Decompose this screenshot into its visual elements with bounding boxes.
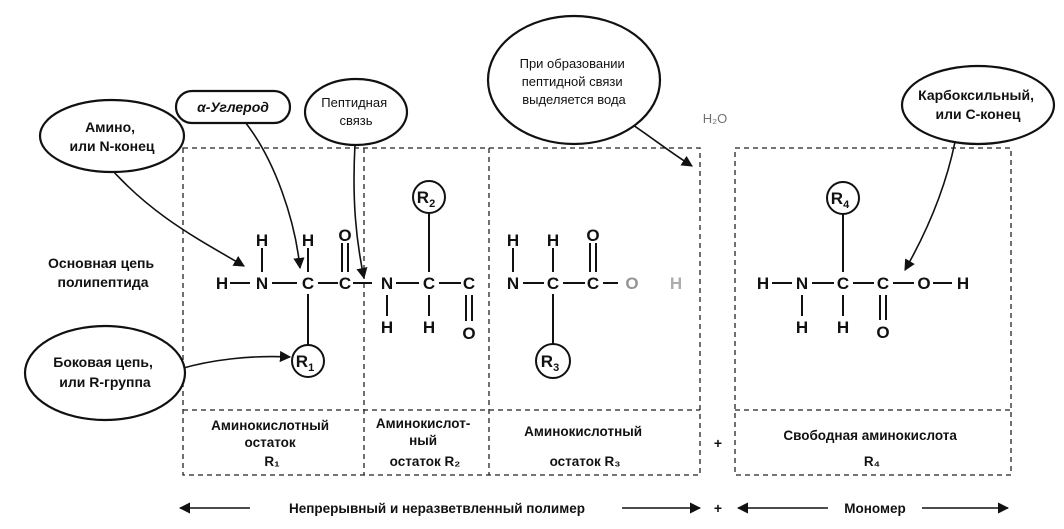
atom-o: O (876, 323, 889, 342)
atom-o: O (586, 226, 599, 245)
r1-label: R1 (296, 352, 314, 374)
svg-text:Пептидная связь: Пептидная связь (321, 95, 391, 128)
atom-h: H (547, 231, 559, 250)
atom-c-carbonyl: C (463, 274, 475, 293)
r3-circle (535, 343, 571, 379)
svg-text:Карбоксильный, или С-кон: Карбоксильный, или С-конец (918, 87, 1038, 122)
atom-h: H (423, 318, 435, 337)
atom-n: N (796, 274, 808, 293)
atom-c-carbonyl: C (587, 274, 599, 293)
atom-o: O (917, 274, 930, 293)
callout-amino: Амино, или N-конец (38, 98, 245, 267)
water-label: H₂O (703, 111, 728, 126)
atom-h: H (256, 231, 268, 250)
polymer-frame (182, 147, 701, 476)
atom-n: N (507, 274, 519, 293)
atom-h: H (757, 274, 769, 293)
atom-h: H (302, 231, 314, 250)
free-amino-acid-structure: H N H C H C O O H R4 (757, 181, 969, 342)
residue-3-structure: N H C H C O O H R3 (507, 226, 682, 379)
r4-label: R4 (831, 189, 850, 211)
atom-c-carbonyl: C (877, 274, 889, 293)
atom-c-carbonyl: C (339, 274, 351, 293)
atom-n: N (381, 274, 393, 293)
atom-c-alpha: C (837, 274, 849, 293)
residue-3-caption: Аминокислотный остаток R₃ (524, 424, 646, 469)
callout-alpha-carbon: α-Углерод (174, 89, 305, 270)
r3-label: R3 (541, 352, 559, 374)
polymer-label: Непрерывный и неразветвленный полимер (289, 501, 585, 516)
atom-h: H (381, 318, 393, 337)
atom-h: H (796, 318, 808, 337)
residue-1-structure: H N H C H C O R1 (216, 226, 372, 378)
svg-text:Амино, или N-конец: Амино, или N-конец (70, 119, 155, 154)
r2-label: R2 (417, 188, 435, 210)
atom-o: O (462, 324, 475, 343)
footer-monomer: Мономер (736, 501, 1010, 516)
atom-c-alpha: C (302, 274, 314, 293)
atom-h: H (216, 274, 228, 293)
atom-c-alpha: C (547, 274, 559, 293)
residue-2-caption: Аминокислот- ный остаток R₂ (376, 416, 474, 469)
footer-polymer: Непрерывный и неразветвленный полимер (178, 501, 702, 516)
backbone-label: Основная цепь полипептида (48, 255, 158, 290)
callout-water-note: При образовании пептидной связи выделяет… (486, 14, 693, 167)
r2-circle (412, 180, 446, 214)
atom-n: N (256, 274, 268, 293)
atom-h-faded: H (670, 274, 682, 293)
plus-sign: + (714, 435, 722, 451)
atom-c-alpha: C (423, 274, 435, 293)
atom-h: H (507, 231, 519, 250)
svg-text:Боковая цепь, или R-груп: Боковая цепь, или R-группа (53, 354, 157, 390)
svg-text:α-Углерод: α-Углерод (197, 99, 269, 115)
svg-text:При образовании пептидно: При образовании пептидной связи выделяет… (520, 56, 629, 107)
monomer-frame (734, 147, 1012, 476)
callout-peptide-bond: Пептидная связь (303, 77, 409, 280)
atom-h: H (957, 274, 969, 293)
atom-h: H (837, 318, 849, 337)
residue-1-caption: Аминокислотный остаток R₁ (211, 418, 333, 469)
atom-o: O (338, 226, 351, 245)
atom-o-faded: O (625, 274, 638, 293)
callout-carboxyl: Карбоксильный, или С-конец (900, 64, 1056, 271)
callout-side-chain: Боковая цепь, или R-группа (23, 324, 292, 422)
residue-2-structure: N H C H C O R2 (381, 180, 476, 343)
free-amino-acid-caption: Свободная аминокислота R₄ (783, 428, 960, 469)
r1-circle (291, 344, 325, 378)
monomer-label: Мономер (844, 501, 905, 516)
footer-plus: + (714, 500, 722, 516)
r4-circle (826, 181, 860, 215)
